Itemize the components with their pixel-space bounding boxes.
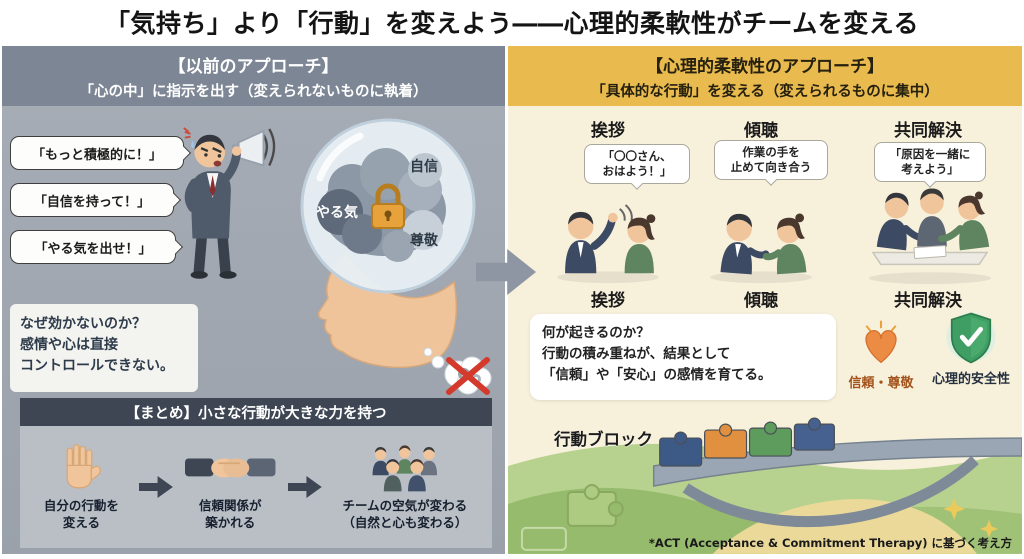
behavior-bridge-illustration: [508, 417, 1022, 554]
before-header-line1: 【以前のアプローチ】: [168, 56, 339, 77]
column-title-listening: 傾聴: [744, 121, 778, 141]
column-label-listening: 傾聴: [744, 291, 778, 311]
summary-step-behavior: 自分の行動を 変える: [30, 443, 133, 531]
column-label-greeting: 挨拶: [591, 291, 625, 311]
trust-respect-badge: 信頼・尊敬: [840, 318, 922, 391]
psych-safety-badge: 心理的安全性: [924, 310, 1018, 387]
summary-step-team: チームの空気が変わる （自然と心も変わる）: [328, 443, 482, 531]
speech-bubble-confidence: 「自信を持って！」: [10, 183, 174, 217]
summary-steps: 自分の行動を 変える 信頼関係が 築かれる: [20, 426, 492, 548]
why-not-working-note: なぜ効かないのか？ 感情や心は直接 コントロールできない。: [10, 304, 198, 392]
lock-icon: [371, 183, 405, 229]
puzzle-block-icon: [659, 417, 835, 467]
flexibility-header: 【心理的柔軟性のアプローチ】 「具体的な行動」を変える（変えられるものに集中）: [508, 46, 1022, 106]
column-title-greeting: 挨拶: [591, 121, 625, 141]
grass-puzzle-piece: [520, 483, 624, 551]
listening-speech-bubble: 作業の手を 止めて向き合う: [714, 140, 828, 180]
speech-bubble-positive: 「もっと積極的に！」: [10, 136, 184, 170]
column-label-cosolve: 共同解決: [894, 291, 962, 311]
flexibility-header-line1: 【心理的柔軟性のアプローチ】: [646, 56, 884, 77]
summary-section: 【まとめ】小さな行動が大きな力を持つ 自分の行動を 変える: [20, 398, 492, 548]
behavior-block-label: 行動ブロック: [554, 430, 653, 449]
megaphone-man-illustration: [183, 127, 276, 279]
greeting-speech-bubble: 「〇〇さん、 おはよう！」: [584, 144, 690, 184]
page-title: 「気持ち」より「行動」を変えよう――心理的柔軟性がチームを変える: [104, 9, 919, 38]
panel-before-approach: 【以前のアプローチ】 「心の中」に指示を出す（変えられないものに執着） 「もっと…: [2, 46, 505, 554]
column-title-cosolve: 共同解決: [894, 121, 962, 141]
act-footnote: *ACT (Acceptance & Commitment Therapy) に…: [648, 536, 1012, 550]
flow-arrow-icon: [287, 476, 322, 498]
summary-step-label: 信頼関係が 築かれる: [199, 498, 262, 530]
greeting-people-illustration: [557, 204, 659, 284]
before-approach-header: 【以前のアプローチ】 「心の中」に指示を出す（変えられないものに執着）: [2, 46, 505, 106]
brain-word-respect: 尊敬: [410, 233, 438, 249]
panel-flexibility-approach: 【心理的柔軟性のアプローチ】 「具体的な行動」を変える（変えられるものに集中） …: [508, 46, 1022, 554]
brain-word-motivation: やる気: [316, 205, 358, 221]
what-happens-note: 何が起きるのか？ 行動の積み重ねが、結果として 「信頼」や「安心」の感情を育てる…: [530, 314, 836, 400]
raised-hand-icon: [66, 444, 102, 489]
cosolve-speech-bubble: 「原因を一緒に 考えよう」: [874, 142, 986, 182]
blocked-gears-icon: [423, 347, 492, 395]
summary-step-label: チームの空気が変わる （自然と心も変わる）: [342, 498, 468, 530]
flexibility-header-line2: 「具体的な行動」を変える（変えられるものに集中）: [591, 83, 939, 100]
brain-word-confidence: 自信: [410, 159, 438, 175]
psych-safety-label: 心理的安全性: [931, 372, 1010, 387]
before-header-line2: 「心の中」に指示を出す（変えられないものに執着）: [79, 83, 428, 100]
trust-respect-label: 信頼・尊敬: [848, 376, 914, 391]
team-icon: [372, 445, 438, 492]
sparkle-icon: [943, 497, 999, 538]
flow-arrow-icon: [138, 476, 173, 498]
cosolve-people-illustration: [868, 188, 992, 285]
summary-step-trust: 信頼関係が 築かれる: [179, 443, 282, 531]
summary-header: 【まとめ】小さな行動が大きな力を持つ: [20, 398, 492, 426]
handshake-icon: [185, 458, 276, 478]
heart-icon: [865, 320, 897, 364]
speech-bubble-motivation: 「やる気を出せ！」: [10, 230, 176, 264]
mind-sphere-illustration: 自信 やる気 尊敬: [282, 106, 494, 398]
shield-check-icon: [946, 312, 996, 364]
summary-step-label: 自分の行動を 変える: [43, 498, 119, 530]
listening-people-illustration: [710, 213, 812, 284]
